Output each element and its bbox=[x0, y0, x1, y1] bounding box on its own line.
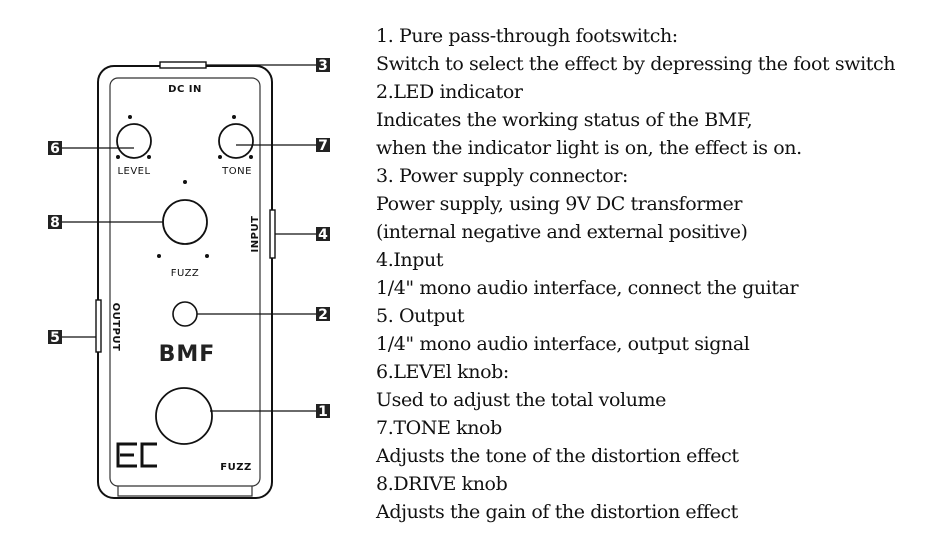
tone-dot-top bbox=[232, 115, 236, 119]
ec-logo bbox=[116, 442, 157, 468]
description-line: 1/4" mono audio interface, output signal bbox=[376, 333, 750, 355]
fuzz-knob-label: FUZZ bbox=[171, 268, 200, 279]
level-label: LEVEL bbox=[117, 166, 150, 177]
drive-dot-top bbox=[183, 180, 187, 184]
callout-8: 8 bbox=[48, 215, 62, 231]
description-line: Adjusts the gain of the distortion effec… bbox=[376, 501, 738, 523]
description-line: 5. Output bbox=[376, 305, 465, 327]
callout-1: 1 bbox=[316, 404, 330, 420]
svg-text:6: 6 bbox=[50, 141, 60, 157]
drive-dot-min bbox=[157, 254, 161, 258]
svg-text:5: 5 bbox=[50, 330, 60, 346]
output-jack bbox=[95, 299, 102, 353]
drive-dot-max bbox=[205, 254, 209, 258]
description-line: Power supply, using 9V DC transformer bbox=[376, 193, 743, 215]
svg-text:3: 3 bbox=[318, 58, 328, 74]
output-label: OUTPUT bbox=[110, 303, 121, 352]
svg-text:7: 7 bbox=[318, 138, 328, 154]
description-line: 8.DRIVE knob bbox=[376, 473, 508, 495]
tone-label: TONE bbox=[221, 166, 252, 177]
level-dot-top bbox=[128, 115, 132, 119]
footer-label: FUZZ bbox=[220, 462, 251, 473]
pedal-bottom-tab bbox=[117, 486, 253, 497]
brand-text: BMF bbox=[159, 342, 216, 367]
callout-7: 7 bbox=[316, 138, 330, 154]
description-line: Used to adjust the total volume bbox=[376, 389, 667, 411]
description-list: 1. Pure pass-through footswitch: Switch … bbox=[376, 22, 936, 526]
description-line: 7.TONE knob bbox=[376, 417, 502, 439]
callout-4: 4 bbox=[316, 227, 330, 243]
tone-dot-min bbox=[218, 155, 222, 159]
svg-text:1: 1 bbox=[318, 404, 328, 420]
footswitch bbox=[155, 387, 213, 445]
dc-in-label: DC IN bbox=[168, 84, 202, 95]
description-line: 3. Power supply connector: bbox=[376, 165, 629, 187]
svg-text:8: 8 bbox=[50, 215, 60, 231]
drive-knob bbox=[162, 199, 208, 245]
description-line: 2.LED indicator bbox=[376, 81, 523, 103]
description-line: Adjusts the tone of the distortion effec… bbox=[376, 445, 739, 467]
dc-in-jack bbox=[159, 61, 207, 69]
description-line: 1/4" mono audio interface, connect the g… bbox=[376, 277, 799, 299]
tone-dot-max bbox=[249, 155, 253, 159]
callout-2: 2 bbox=[316, 307, 330, 323]
description-line: when the indicator light is on, the effe… bbox=[376, 137, 802, 159]
callout-5: 5 bbox=[48, 330, 62, 346]
level-knob bbox=[116, 123, 152, 159]
tone-knob bbox=[218, 123, 254, 159]
description-line: Indicates the working status of the BMF, bbox=[376, 109, 753, 131]
level-dot-min bbox=[116, 155, 120, 159]
callout-6: 6 bbox=[48, 141, 62, 157]
svg-text:2: 2 bbox=[318, 307, 328, 323]
led-indicator bbox=[172, 301, 198, 327]
description-line: 6.LEVEl knob: bbox=[376, 361, 509, 383]
description-line: 4.Input bbox=[376, 249, 444, 271]
callout-3: 3 bbox=[316, 58, 330, 74]
description-line: (internal negative and external positive… bbox=[376, 221, 748, 243]
pedal-diagram: DC IN INPUT OUTPUT LEVEL TONE FUZZ BMF F… bbox=[48, 58, 330, 499]
description-line: 1. Pure pass-through footswitch: bbox=[376, 25, 678, 47]
description-line: Switch to select the effect by depressin… bbox=[376, 53, 896, 75]
input-jack bbox=[269, 209, 276, 259]
svg-text:4: 4 bbox=[318, 227, 328, 243]
level-dot-max bbox=[147, 155, 151, 159]
pedal-body-inner bbox=[109, 77, 261, 487]
input-label: INPUT bbox=[250, 216, 261, 253]
